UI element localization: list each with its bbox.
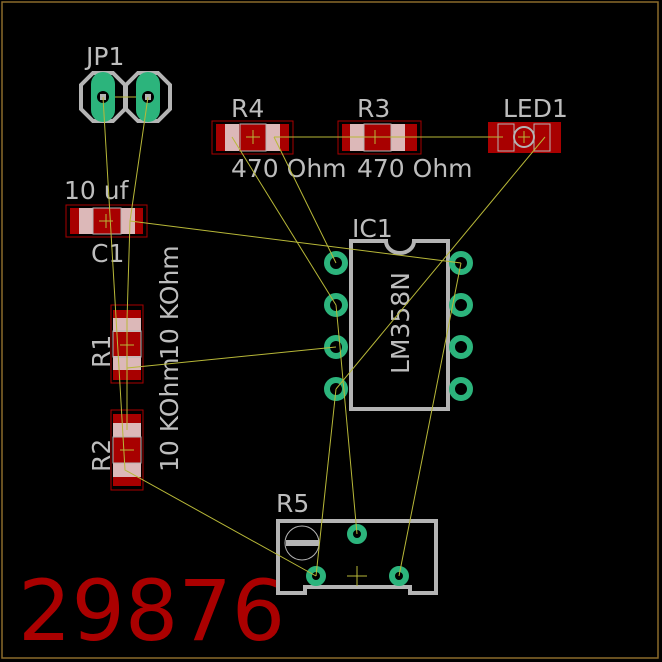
r4-resistor[interactable]: R4 470 Ohm	[211, 94, 347, 183]
ic1-pins[interactable]	[324, 251, 473, 401]
ic1-label: IC1	[352, 214, 393, 243]
airwires	[102, 96, 546, 577]
jp1-connector[interactable]: JP1	[79, 42, 172, 123]
r3-value: 470 Ohm	[357, 154, 473, 183]
c1-capacitor[interactable]: 10 uf C1	[64, 176, 148, 268]
r4-label: R4	[231, 94, 264, 123]
board-number-text: 29876	[18, 562, 285, 660]
jp1-label: JP1	[84, 42, 124, 71]
c1-value: 10 uf	[64, 176, 130, 205]
r1-value: 10 KOhm	[155, 245, 184, 360]
r4-value: 470 Ohm	[231, 154, 347, 183]
ic1-chip[interactable]: IC1 LM358N	[324, 214, 473, 411]
r2-label: R2	[87, 439, 116, 472]
r1-label: R1	[87, 335, 116, 368]
c1-label: C1	[91, 239, 124, 268]
led1-led[interactable]: LED1	[488, 94, 568, 153]
r2-resistor[interactable]: R2 10 KOhm	[87, 357, 184, 491]
r2-value: 10 KOhm	[155, 357, 184, 472]
r3-label: R3	[357, 94, 390, 123]
r3-resistor[interactable]: R3 470 Ohm	[337, 94, 473, 183]
r5-label: R5	[276, 489, 309, 518]
r5-potentiometer[interactable]: R5	[276, 489, 438, 595]
led1-label: LED1	[503, 94, 568, 123]
